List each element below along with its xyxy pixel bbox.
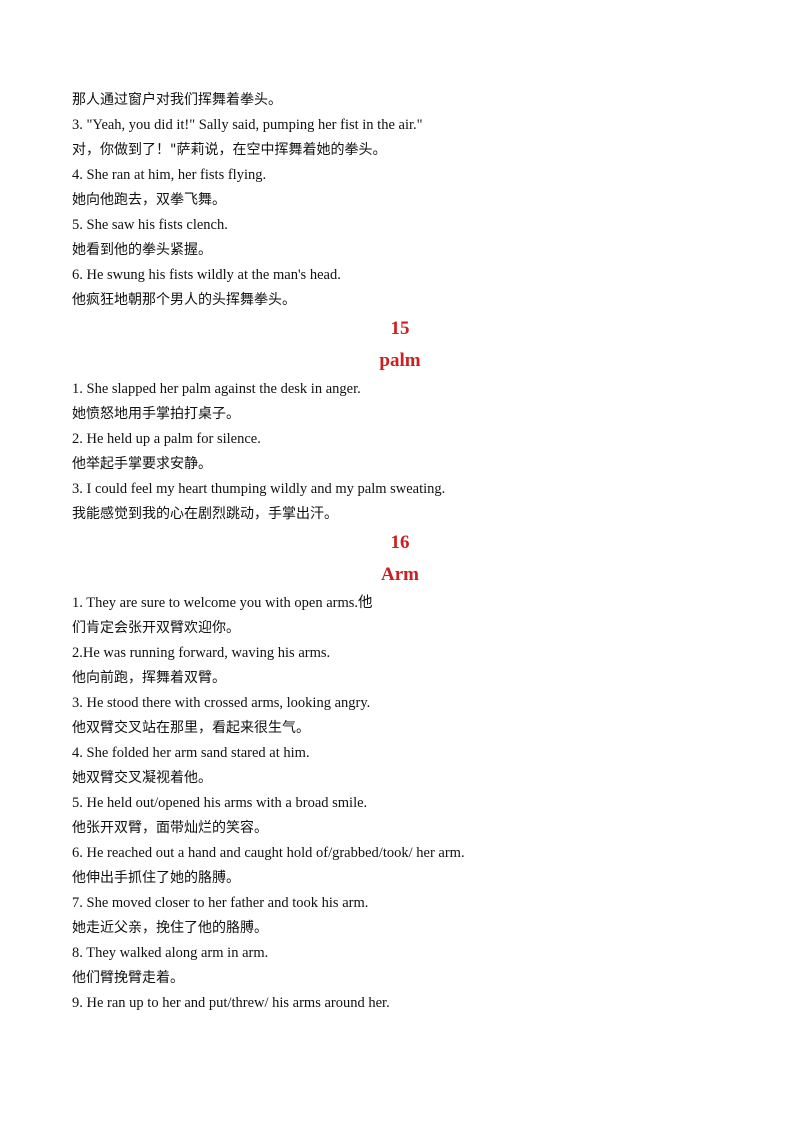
text-line: 1. She slapped her palm against the desk…: [72, 381, 361, 397]
text-line: 们肯定会张开双臂欢迎你。: [72, 620, 240, 636]
text-line: 她愤怒地用手掌拍打桌子。: [72, 406, 240, 422]
text-line: 3. "Yeah, you did it!" Sally said, pumpi…: [72, 117, 423, 133]
text-line: 4. She ran at him, her fists flying.: [72, 167, 267, 183]
text-line: 他们臂挽臂走着。: [72, 970, 184, 986]
text-line: 7. She moved closer to her father and to…: [72, 895, 369, 911]
section-title: Arm: [381, 564, 419, 585]
text-line: 3. He stood there with crossed arms, loo…: [72, 695, 371, 711]
text-line: 6. He swung his fists wildly at the man'…: [72, 267, 341, 283]
section-arm: 16 Arm 1. They are sure to welcome you w…: [72, 527, 732, 1016]
text-line: 对，你做到了！"萨莉说，在空中挥舞着她的拳头。: [72, 142, 387, 158]
text-line: 我能感觉到我的心在剧烈跳动，手掌出汗。: [72, 506, 338, 522]
text-line: 6. He reached out a hand and caught hold…: [72, 845, 465, 861]
section-number: 16: [390, 532, 410, 553]
text-line: 她走近父亲，挽住了他的胳膊。: [72, 920, 268, 936]
text-line: 她看到他的拳头紧握。: [72, 242, 212, 258]
text-line: 她向他跑去，双拳飞舞。: [72, 192, 226, 208]
text-line: 5. She saw his fists clench.: [72, 217, 228, 233]
text-line: 4. She folded her arm sand stared at him…: [72, 745, 310, 761]
text-line: 他双臂交叉站在那里，看起来很生气。: [72, 720, 310, 736]
intro-block: 那人通过窗户对我们挥舞着拳头。 3. "Yeah, you did it!" S…: [72, 88, 732, 313]
text-line: 2.He was running forward, waving his arm…: [72, 645, 331, 661]
document-content: 那人通过窗户对我们挥舞着拳头。 3. "Yeah, you did it!" S…: [72, 88, 732, 1016]
section-palm: 15 palm 1. She slapped her palm against …: [72, 313, 732, 527]
text-line: 他向前跑，挥舞着双臂。: [72, 670, 226, 686]
text-line: 9. He ran up to her and put/threw/ his a…: [72, 995, 390, 1011]
text-line: 5. He held out/opened his arms with a br…: [72, 795, 368, 811]
text-line: 她双臂交叉凝视着他。: [72, 770, 212, 786]
text-line: 3. I could feel my heart thumping wildly…: [72, 481, 446, 497]
text-line: 那人通过窗户对我们挥舞着拳头。: [72, 92, 282, 108]
text-line: 他张开双臂，面带灿烂的笑容。: [72, 820, 268, 836]
text-line: 他举起手掌要求安静。: [72, 456, 212, 472]
section-number: 15: [390, 318, 410, 339]
text-line: 1. They are sure to welcome you with ope…: [72, 595, 373, 611]
text-line: 2. He held up a palm for silence.: [72, 431, 261, 447]
section-title: palm: [379, 350, 421, 371]
text-line: 8. They walked along arm in arm.: [72, 945, 269, 961]
text-line: 他伸出手抓住了她的胳膊。: [72, 870, 240, 886]
text-line: 他疯狂地朝那个男人的头挥舞拳头。: [72, 292, 296, 308]
